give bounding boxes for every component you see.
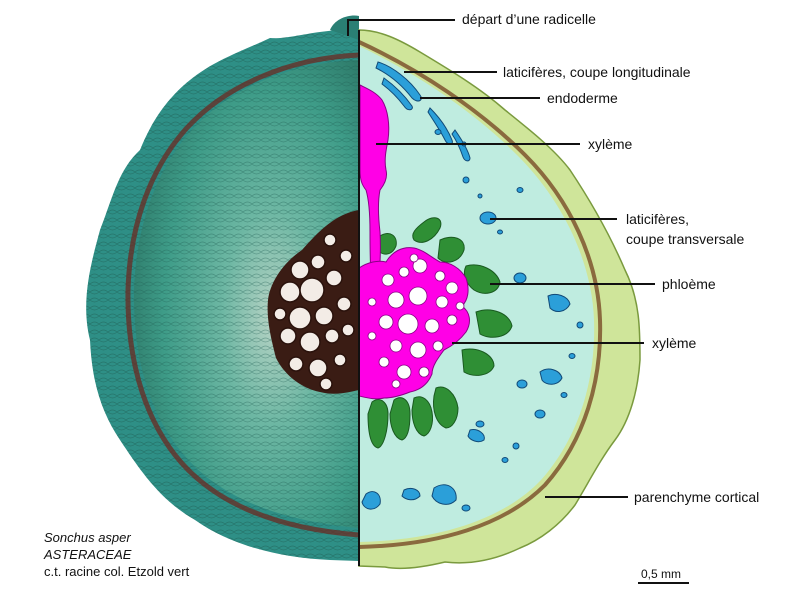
caption-details: c.t. racine col. Etzold vert <box>44 564 190 579</box>
xylem-vessel-lumen <box>408 286 428 306</box>
xylem-vessel-lumen <box>409 341 427 359</box>
schematic-half <box>358 29 641 570</box>
xylem-vessel-lumen <box>391 379 401 389</box>
micrograph-vessel <box>325 269 343 287</box>
micrograph-vessel <box>273 307 287 321</box>
micrograph-vessel <box>279 281 301 303</box>
micrograph-vessel <box>288 306 312 330</box>
label-endoderme: endoderme <box>547 90 618 106</box>
xylem-vessel-lumen <box>424 318 440 334</box>
label-phloeme: phloème <box>662 276 716 292</box>
xylem-vessel-lumen <box>446 314 458 326</box>
label-laticiferes-longitudinale: laticifères, coupe longitudinale <box>503 64 691 80</box>
micrograph-vessel <box>299 277 325 303</box>
micrograph-vessels <box>273 233 355 391</box>
xylem-vessel-lumen <box>387 291 405 309</box>
xylem-vessel-lumen <box>432 340 444 352</box>
micrograph-vessel <box>341 323 355 337</box>
label-laticiferes-transversale-2: coupe transversale <box>626 231 745 247</box>
micrograph-vessel <box>314 306 334 326</box>
figure-caption: Sonchus asper ASTERACEAE c.t. racine col… <box>44 529 189 580</box>
label-laticiferes-transversale-1: laticifères, <box>626 211 690 227</box>
caption-family: ASTERACEAE <box>44 547 132 562</box>
label-xyleme-center: xylème <box>652 335 697 351</box>
micrograph-vessel <box>339 249 353 263</box>
micrograph-vessel <box>310 254 326 270</box>
xylem-vessel-lumen <box>389 339 403 353</box>
xylem-vessel-lumens <box>367 253 465 389</box>
xylem-vessel-lumen <box>367 331 377 341</box>
leader-radicelle <box>347 19 455 36</box>
micrograph-vessel <box>279 327 297 345</box>
xylem-upper-strand <box>359 84 390 291</box>
xylem-vessel-lumen <box>398 266 410 278</box>
leader-lines <box>347 19 655 498</box>
xylem-vessel-lumen <box>445 281 459 295</box>
scale-bar-label: 0,5 mm <box>641 567 682 581</box>
endodermis-line <box>358 40 603 549</box>
xylem-vessel-lumen <box>435 295 449 309</box>
micrograph-inner-cells <box>133 60 359 528</box>
xylem-vessel-lumen <box>381 273 395 287</box>
micrograph-vessel <box>324 328 340 344</box>
micrograph-vessel <box>333 353 347 367</box>
micrograph-vessel <box>299 331 321 353</box>
micrograph-vessel <box>290 260 310 280</box>
xylem-vessel-lumen <box>397 313 419 335</box>
micrograph-vessel <box>319 377 333 391</box>
caption-species: Sonchus asper <box>44 530 131 545</box>
xylem-vessel-lumen <box>378 356 390 368</box>
xylem-vessel-lumen <box>378 314 394 330</box>
xylem-vessel-lumen <box>434 270 446 282</box>
xylem-vessel-lumen <box>367 297 377 307</box>
laticifers-longitudinal <box>375 61 471 162</box>
phloem-strands <box>367 217 513 449</box>
xylem-vessel-lumen <box>418 366 430 378</box>
micrograph-vessel <box>323 233 337 247</box>
label-depart-radicelle: départ d’une radicelle <box>462 11 596 27</box>
xylem-vessel-lumen <box>412 258 428 274</box>
micrograph-half <box>86 15 359 561</box>
micrograph-vessel <box>288 356 304 372</box>
micrograph-vessel <box>308 358 328 378</box>
xylem-vessel-lumen <box>455 301 465 311</box>
xylem-vessel-lumen <box>396 364 412 380</box>
micrograph-endodermis-ring <box>125 52 359 538</box>
label-xyleme-top: xylème <box>588 136 633 152</box>
micrograph-radicle-bump <box>330 15 359 41</box>
label-parenchyme-cortical: parenchyme cortical <box>634 489 760 505</box>
micrograph-vessel <box>336 296 352 312</box>
xylem-vessel-lumen <box>409 253 419 263</box>
